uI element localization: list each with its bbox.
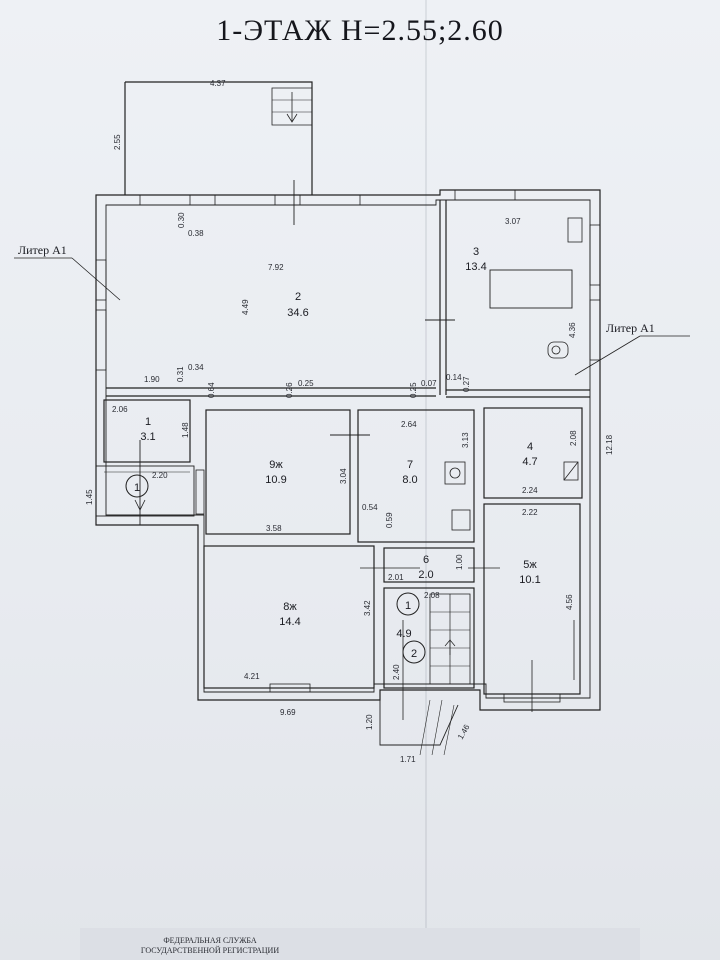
room-area: 8.0 xyxy=(402,474,417,486)
dimension-label: 1.46 xyxy=(456,723,472,741)
room-area: 10.9 xyxy=(265,474,286,486)
room-area: 2.0 xyxy=(418,569,433,581)
toilet-room-3 xyxy=(547,341,569,359)
dimension-label: 1.71 xyxy=(400,755,416,764)
circle-mark-label: 1 xyxy=(134,482,140,494)
dimension-label: 4.56 xyxy=(565,594,574,610)
room-area: 4.7 xyxy=(522,456,537,468)
bathtub xyxy=(489,269,573,309)
fold-line xyxy=(425,0,427,960)
dimension-label: 0.26 xyxy=(285,382,294,398)
room-4-outline xyxy=(483,407,583,499)
circle-mark-label: 2 xyxy=(411,648,417,660)
room-number: 6 xyxy=(423,554,429,566)
outer-wall-outline xyxy=(95,189,601,711)
dimension-label: 2.20 xyxy=(152,471,168,480)
fixture-room-4 xyxy=(563,461,579,481)
dimension-label: 0.25 xyxy=(298,379,314,388)
dimension-label: 3.13 xyxy=(461,432,470,448)
window-room-8 xyxy=(269,683,311,693)
dimension-label: 0.27 xyxy=(462,376,471,392)
room-area: 10.1 xyxy=(519,574,540,586)
dimension-label: 7.92 xyxy=(268,263,284,272)
dimension-label: 0.64 xyxy=(207,382,216,398)
stamp-line-1: ФЕДЕРАЛЬНАЯ СЛУЖБА xyxy=(163,936,257,945)
dimension-label: 2.55 xyxy=(113,134,122,150)
staircase xyxy=(429,593,471,685)
dimension-label: 0.31 xyxy=(176,366,185,382)
room-area: 34.6 xyxy=(287,307,308,319)
porch-steps xyxy=(271,87,313,126)
circle-mark-2-stair xyxy=(402,640,426,664)
room-number: 2 xyxy=(295,291,301,303)
dimension-label: 3.07 xyxy=(505,217,521,226)
room-number: 8ж xyxy=(283,601,297,613)
dimension-label: 2.08 xyxy=(569,430,578,446)
page-title: 1-ЭТАЖ Н=2.55;2.60 xyxy=(216,14,504,47)
sink-room-3 xyxy=(567,217,583,243)
room-number: 3 xyxy=(473,246,479,258)
room-number: 4 xyxy=(527,441,533,453)
dimension-label: 0.38 xyxy=(188,229,204,238)
dimension-label: 0.25 xyxy=(409,382,418,398)
dimension-label: 4.37 xyxy=(210,79,226,88)
room-6-outline xyxy=(383,547,475,583)
dimension-label: 0.34 xyxy=(188,363,204,372)
dimension-label: 1.90 xyxy=(144,375,160,384)
sink-room-7 xyxy=(451,509,471,531)
circle-mark-1-left xyxy=(125,474,149,498)
dimension-label: 2.40 xyxy=(392,664,401,680)
vestibule-outline xyxy=(95,465,195,517)
dimension-label: 4.49 xyxy=(241,299,250,315)
room-area: 4.9 xyxy=(396,628,411,640)
dimension-label: 2.24 xyxy=(522,486,538,495)
room-area: 14.4 xyxy=(279,616,300,628)
dimension-label: 4.21 xyxy=(244,672,260,681)
dimension-label: 3.42 xyxy=(363,600,372,616)
room-area: 13.4 xyxy=(465,261,486,273)
room-7-outline xyxy=(357,409,475,543)
dimension-label: 2.22 xyxy=(522,508,538,517)
room-number: 5ж xyxy=(523,559,537,571)
room-9-outline xyxy=(205,409,351,535)
dimension-label: 2.06 xyxy=(112,405,128,414)
registration-stamp: ФЕДЕРАЛЬНАЯ СЛУЖБА ГОСУДАРСТВЕННОЙ РЕГИС… xyxy=(80,936,340,956)
dimension-label: 4.36 xyxy=(568,322,577,338)
room-number: 9ж xyxy=(269,459,283,471)
stamp-line-2: ГОСУДАРСТВЕННОЙ РЕГИСТРАЦИИ xyxy=(140,946,280,955)
dimension-label: 1.45 xyxy=(85,489,94,505)
inner-wall-outline xyxy=(105,199,591,699)
wall-middle xyxy=(106,387,436,397)
dimension-label: 1.20 xyxy=(365,714,374,730)
dimension-label: 12.18 xyxy=(605,434,614,455)
room-8-outline xyxy=(203,545,375,689)
dimension-label: 2.08 xyxy=(424,591,440,600)
dimension-label: 9.69 xyxy=(280,708,296,717)
dimension-label: 1.48 xyxy=(181,422,190,438)
room-area: 3.1 xyxy=(140,431,155,443)
dimension-label: 3.04 xyxy=(339,468,348,484)
room-number: 1 xyxy=(145,416,151,428)
room-1-outline xyxy=(103,399,191,463)
dimension-label: 2.01 xyxy=(388,573,404,582)
circle-mark-label: 1 xyxy=(405,600,411,612)
boiler-room-7 xyxy=(444,461,466,485)
dimension-label: 0.07 xyxy=(421,379,437,388)
stair-hall-outline xyxy=(383,587,475,689)
litera-label-left: Литер А1 xyxy=(18,243,67,257)
entry-porch xyxy=(379,700,459,746)
stamp-area xyxy=(80,928,640,960)
dimension-label: 0.59 xyxy=(385,512,394,528)
dimension-label: 0.14 xyxy=(446,373,462,382)
circle-mark-1-stair xyxy=(396,592,420,616)
dimension-label: 2.64 xyxy=(401,420,417,429)
room-number: 7 xyxy=(407,459,413,471)
porch-outline xyxy=(124,81,313,195)
dimension-label: 0.54 xyxy=(362,503,378,512)
dimension-label: 1.00 xyxy=(455,554,464,570)
dimension-label: 0.30 xyxy=(177,212,186,228)
litera-label-right: Литер А1 xyxy=(606,321,655,335)
dimension-label: 3.58 xyxy=(266,524,282,533)
